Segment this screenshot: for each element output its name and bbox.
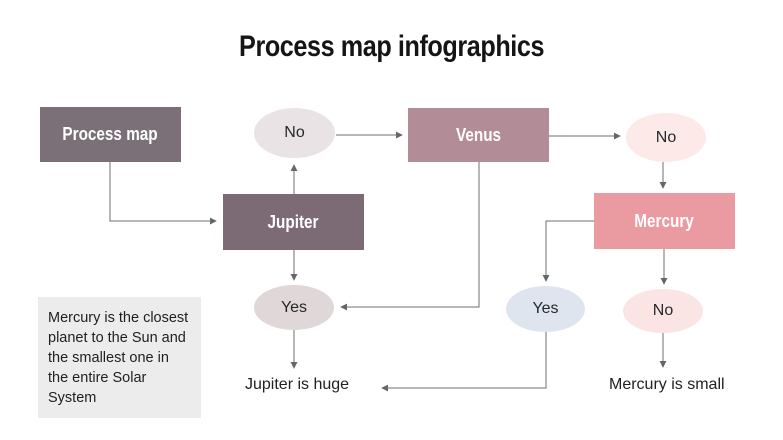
node-no-bottom[interactable]: No (623, 289, 703, 333)
connector-mercury-to-yes-right (542, 220, 594, 282)
outcome-mercury-label: Mercury is small (609, 376, 725, 393)
node-no-top[interactable]: No (254, 108, 335, 158)
node-jupiter[interactable]: Jupiter (223, 194, 364, 250)
node-process-map-label: Process map (62, 124, 159, 144)
page-title: Process map infographics (0, 30, 783, 64)
node-venus-label: Venus (455, 124, 502, 145)
node-yes-left-label: Yes (280, 298, 308, 316)
node-mercury[interactable]: Mercury (594, 193, 735, 249)
connector-venus-to-yes-left (340, 162, 480, 311)
node-no-top-label: No (284, 124, 305, 141)
node-yes-right-label: Yes (532, 300, 559, 317)
node-venus[interactable]: Venus (408, 108, 549, 162)
connector-yes-right-to-outcome-jupiter (381, 332, 547, 392)
mercury-note: Mercury is the closest planet to the Sun… (38, 297, 201, 418)
node-no-bottom-label: No (652, 302, 674, 319)
connector-process-map-to-jupiter (109, 162, 217, 225)
node-no-right-label: No (655, 128, 677, 146)
node-yes-right[interactable]: Yes (506, 286, 585, 332)
node-mercury-label: Mercury (634, 210, 695, 231)
outcome-jupiter-label: Jupiter is huge (245, 376, 350, 393)
page-title-text: Process map infographics (238, 30, 545, 63)
node-process-map[interactable]: Process map (40, 107, 181, 162)
node-yes-left[interactable]: Yes (254, 285, 334, 330)
node-no-right[interactable]: No (626, 113, 706, 162)
node-jupiter-label: Jupiter (267, 211, 319, 232)
